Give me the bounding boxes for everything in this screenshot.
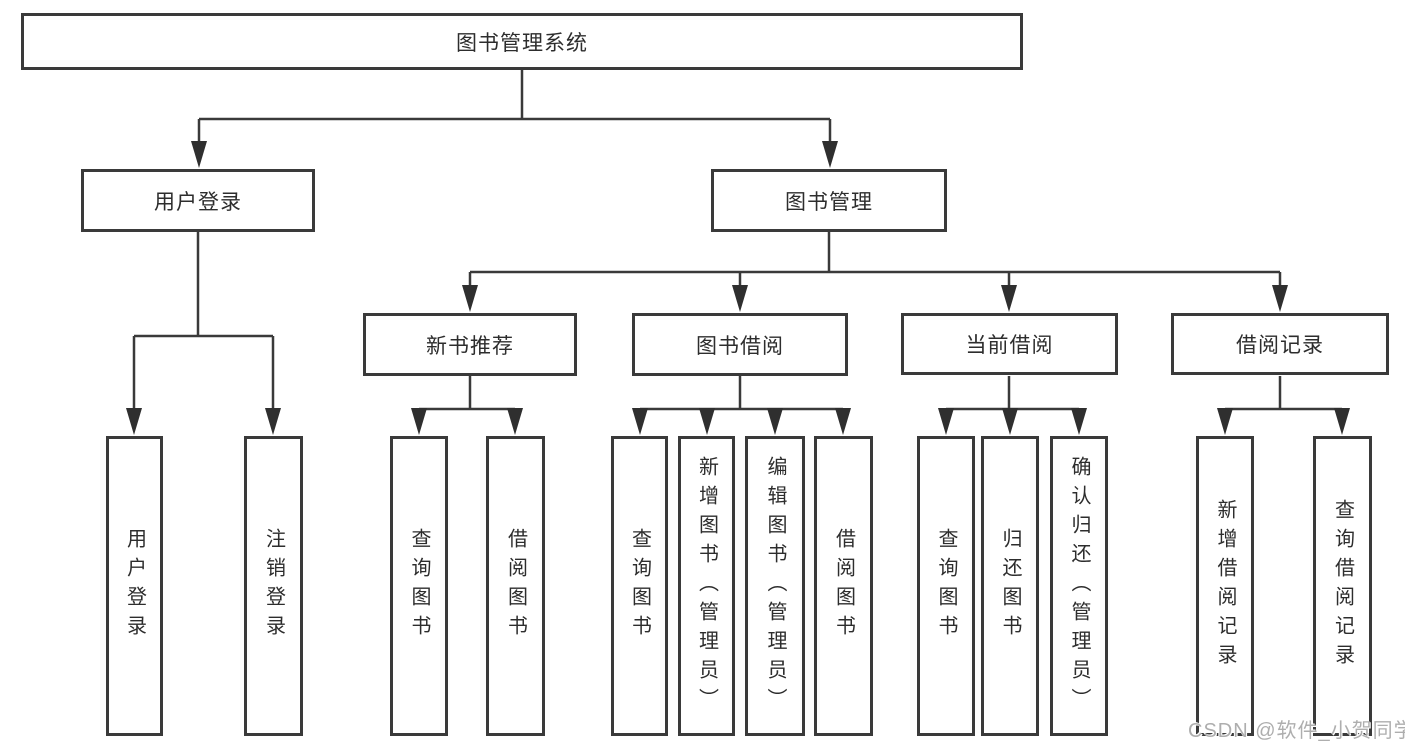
- leaf-return-book-label: 归还图书: [999, 528, 1021, 644]
- arrowheads: [126, 141, 1350, 435]
- leaf-query-book-1-label: 查询图书: [408, 528, 430, 644]
- node-new-book-recommend-label: 新书推荐: [426, 334, 514, 358]
- leaf-query-book-3: 查询图书: [917, 436, 975, 736]
- leaf-query-borrow-record: 查询借阅记录: [1313, 436, 1372, 736]
- leaf-borrow-book-1-label: 借阅图书: [504, 528, 527, 644]
- node-new-book-recommend: 新书推荐: [363, 313, 577, 376]
- leaf-query-book-2-label: 查询图书: [628, 528, 651, 644]
- leaf-logout: 注销登录: [244, 436, 303, 736]
- leaf-user-login: 用户登录: [106, 436, 163, 736]
- leaf-user-login-label: 用户登录: [123, 528, 146, 644]
- leaf-borrow-book-1: 借阅图书: [486, 436, 545, 736]
- leaf-add-borrow-record-label: 新增借阅记录: [1214, 499, 1236, 673]
- node-current-borrow: 当前借阅: [901, 313, 1118, 375]
- node-user-login-label: 用户登录: [154, 190, 242, 214]
- connector-paths: [132, 70, 1344, 414]
- node-borrow-records: 借阅记录: [1171, 313, 1389, 375]
- node-book-borrow-label: 图书借阅: [696, 334, 784, 358]
- leaf-borrow-book-2: 借阅图书: [814, 436, 873, 736]
- node-user-login: 用户登录: [81, 169, 315, 232]
- node-book-management-label: 图书管理: [785, 190, 873, 214]
- leaf-add-borrow-record: 新增借阅记录: [1196, 436, 1254, 736]
- leaf-confirm-return-admin: 确认归还（管理员）: [1050, 436, 1108, 736]
- leaf-query-borrow-record-label: 查询借阅记录: [1331, 499, 1354, 673]
- node-root-label: 图书管理系统: [456, 31, 588, 55]
- leaf-query-book-1: 查询图书: [390, 436, 448, 736]
- csdn-watermark: CSDN @软件_小贺同学: [1188, 720, 1405, 742]
- node-book-management: 图书管理: [711, 169, 947, 232]
- node-book-borrow: 图书借阅: [632, 313, 848, 376]
- leaf-add-book-admin-label: 新增图书（管理员）: [695, 455, 718, 717]
- leaf-query-book-3-label: 查询图书: [935, 528, 957, 644]
- leaf-return-book: 归还图书: [981, 436, 1039, 736]
- leaf-borrow-book-2-label: 借阅图书: [832, 528, 855, 644]
- node-root: 图书管理系统: [21, 13, 1023, 70]
- leaf-query-book-2: 查询图书: [611, 436, 668, 736]
- leaf-edit-book-admin: 编辑图书（管理员）: [745, 436, 805, 736]
- node-borrow-records-label: 借阅记录: [1236, 334, 1324, 357]
- leaf-confirm-return-admin-label: 确认归还（管理员）: [1068, 455, 1090, 717]
- leaf-edit-book-admin-label: 编辑图书（管理员）: [764, 455, 786, 717]
- leaf-add-book-admin: 新增图书（管理员）: [678, 436, 735, 736]
- node-current-borrow-label: 当前借阅: [965, 334, 1054, 357]
- leaf-logout-label: 注销登录: [262, 528, 285, 644]
